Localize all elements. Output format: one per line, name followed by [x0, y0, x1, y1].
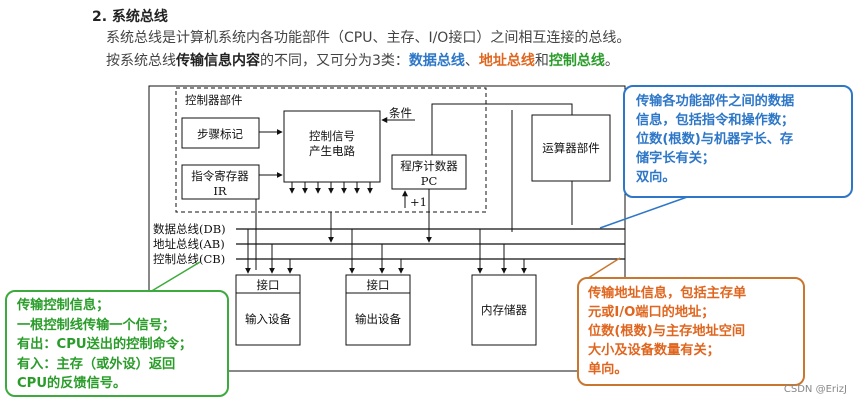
controller-group-label: 控制器部件 — [185, 93, 243, 107]
output-interface-label: 接口 — [367, 278, 390, 292]
para2-middle: 的不同，又可分为3类： — [260, 53, 409, 69]
control-signal-generator-box — [283, 110, 381, 183]
address-bus-callout: 传输地址信息，包括主存单 元或I/O端口的地址； 位数(根数)与主存地址空间 大… — [577, 277, 805, 386]
callout-line: 有入：主存（或外设）返回 — [17, 356, 176, 372]
data-bus-pointer — [599, 195, 691, 229]
callout-line: 一根控制线传输一个信号； — [17, 317, 176, 333]
conditions-label: 条件 — [389, 106, 412, 120]
ir-label-1: 指令寄存器 — [191, 169, 249, 183]
emphasis-text: 传输信息内容 — [176, 53, 260, 69]
memory-label: 内存储器 — [481, 303, 527, 317]
control-bus-label: 控制总线(CB) — [153, 252, 225, 266]
para2-prefix: 按系统总线 — [106, 53, 176, 69]
callout-line: 信息，包括指令和操作数； — [636, 113, 795, 128]
csg-label-1: 控制信号 — [309, 129, 355, 143]
watermark: CSDN @ErizJ — [783, 384, 847, 395]
data-bus-label: 数据总线(DB) — [153, 222, 226, 236]
callout-line: 传输各功能部件之间的数据 — [636, 94, 795, 109]
pc-label-1: 程序计数器 — [400, 159, 458, 173]
address-bus-pointer — [584, 257, 621, 281]
definition-paragraph: 系统总线是计算机系统内各功能部件（CPU、主存、I/O接口）之间相互连接的总线。 — [106, 30, 631, 46]
instruction-register-box — [181, 164, 260, 200]
address-bus-label: 地址总线(AB) — [153, 237, 225, 251]
plus-one-label: +1 — [410, 195, 427, 209]
control-bus-pointer — [149, 261, 201, 293]
section-heading: 2. 系统总线 — [92, 9, 168, 25]
address-bus-term: 地址总线 — [478, 53, 535, 69]
callout-line: 单向。 — [588, 362, 628, 377]
cpu-bus-connections — [255, 189, 513, 270]
callout-line: 传输地址信息，包括主存单 — [588, 286, 747, 301]
callout-line: 位数(根数)与机器字长、存 — [636, 132, 794, 147]
classification-paragraph: 按系统总线传输信息内容的不同，又可分为3类：数据总线、地址总线和控制总线。 — [106, 50, 619, 70]
data-bus-term: 数据总线 — [408, 53, 465, 69]
callout-line: 传输控制信息； — [17, 298, 110, 313]
callout-line: 储字长有关； — [636, 151, 716, 166]
control-bus-term: 控制总线 — [548, 53, 605, 69]
output-device-label: 输出设备 — [355, 312, 401, 326]
callout-line: 有出：CPU送出的控制命令； — [17, 337, 193, 352]
control-bus-callout: 传输控制信息； 一根控制线传输一个信号； 有出：CPU送出的控制命令； 有入：主… — [5, 290, 229, 397]
callout-line: 双向。 — [636, 170, 676, 185]
input-device-box — [235, 274, 301, 346]
input-interface-label: 接口 — [257, 278, 280, 292]
csg-label-2: 产生电路 — [309, 144, 355, 158]
alu-label: 运算器部件 — [542, 141, 600, 155]
para2-end: 。 — [604, 53, 619, 69]
output-device-box — [345, 274, 411, 346]
data-bus-callout: 传输各功能部件之间的数据 信息，包括指令和操作数； 位数(根数)与机器字长、存 … — [623, 85, 853, 198]
memory-box — [471, 274, 537, 346]
callout-line: 位数(根数)与主存地址空间 — [588, 324, 746, 339]
device-bus-arrows — [245, 229, 527, 274]
step-marker-box — [181, 117, 260, 149]
pc-label-2: PC — [421, 174, 438, 188]
para2-sep: 、 — [464, 53, 479, 69]
alu-box — [531, 114, 611, 182]
callout-line: 元或I/O端口的地址； — [588, 305, 715, 320]
callout-line: 大小及设备数量有关； — [588, 343, 720, 358]
csg-output-arrows — [289, 182, 373, 194]
input-device-label: 输入设备 — [245, 312, 291, 326]
callout-line: CPU的反馈信号。 — [17, 376, 127, 391]
para2-and: 和 — [534, 53, 549, 69]
ir-label-2: IR — [213, 184, 227, 198]
step-marker-label: 步骤标记 — [197, 127, 243, 141]
